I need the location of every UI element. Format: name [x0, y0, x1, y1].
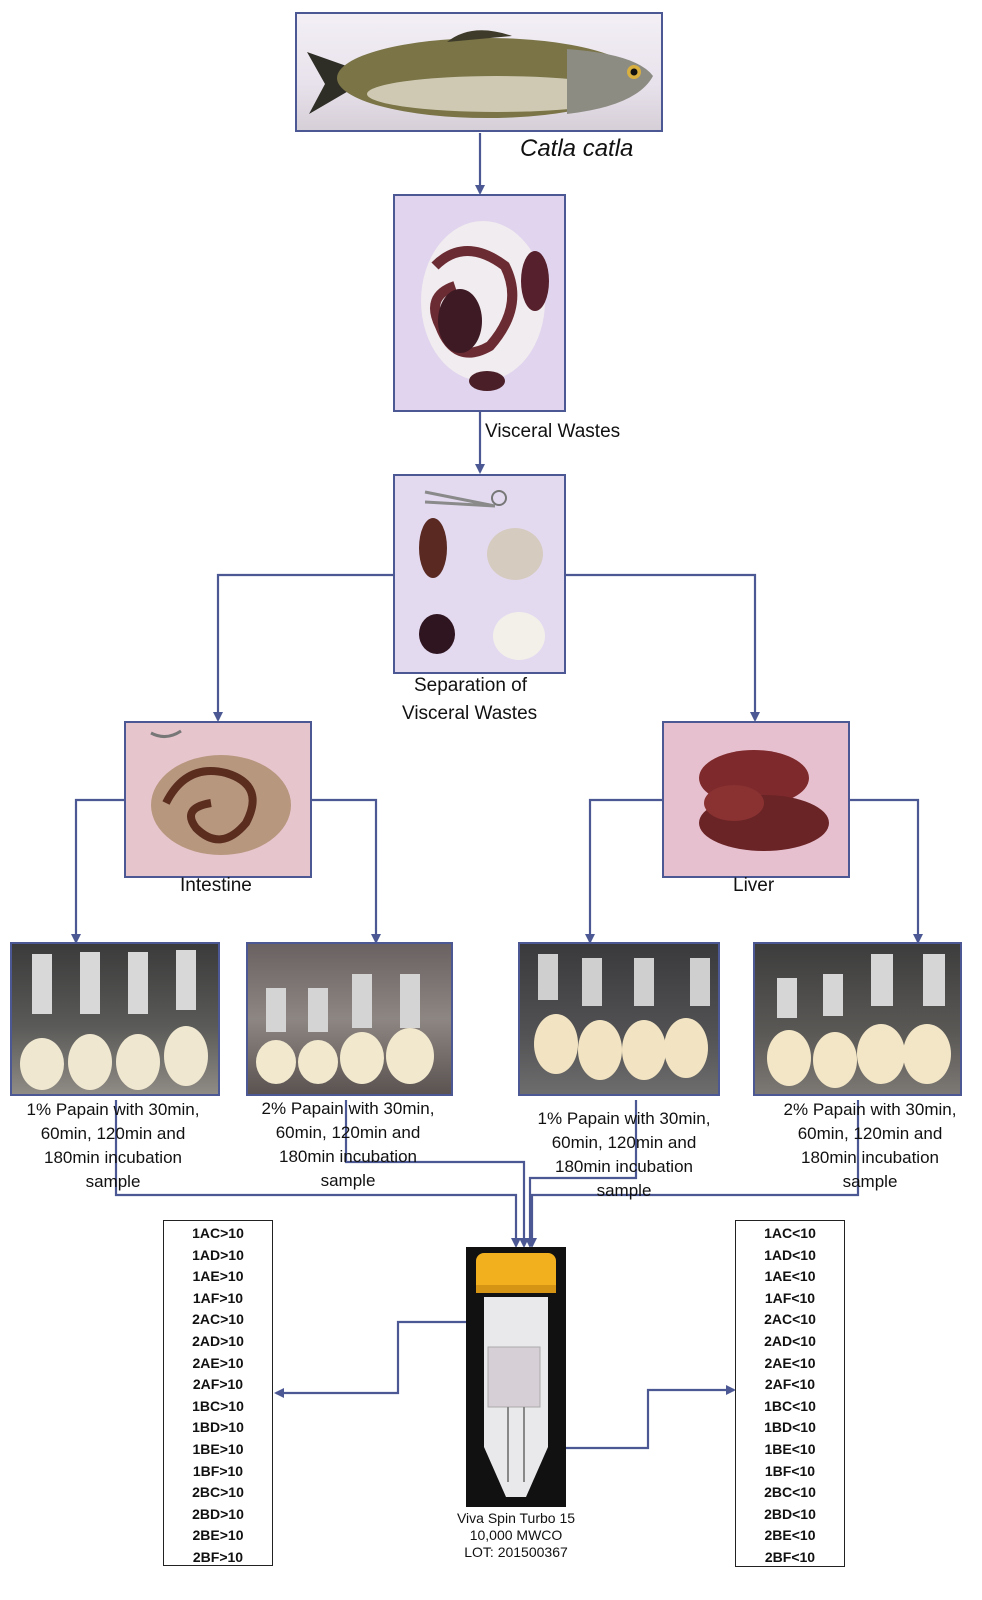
arrow-intestine-to-sample2: [312, 800, 376, 942]
list-item: 2AF>10: [164, 1374, 272, 1396]
list-item: 2BC<10: [736, 1482, 844, 1504]
sample-photo-4: [753, 942, 962, 1096]
arrow-tube-to-right-list: [566, 1390, 734, 1448]
sample-photo-2: [246, 942, 453, 1096]
sample-photo-1: [10, 942, 220, 1096]
list-item: 1BC>10: [164, 1396, 272, 1418]
list-item: 1AC<10: [736, 1223, 844, 1245]
arrow-intestine-to-sample1: [76, 800, 125, 942]
sample-photo-3: [518, 942, 720, 1096]
list-item: 1BE>10: [164, 1439, 272, 1461]
list-item: 2BF<10: [736, 1547, 844, 1569]
list-item: 1BF<10: [736, 1461, 844, 1483]
fish-photo: [295, 12, 663, 132]
arrow-separation-to-liver: [566, 575, 755, 720]
separation-photo: [393, 474, 566, 674]
list-item: 1BD<10: [736, 1417, 844, 1439]
visceral-wastes-label: Visceral Wastes: [485, 420, 620, 444]
list-item: 1AF>10: [164, 1288, 272, 1310]
liver-photo: [662, 721, 850, 878]
list-item: 1BE<10: [736, 1439, 844, 1461]
list-item: 2AC<10: [736, 1309, 844, 1331]
separation-label-line2: Visceral Wastes: [402, 702, 537, 726]
list-item: 2AE<10: [736, 1353, 844, 1375]
vivaspin-tube-photo: [466, 1247, 566, 1507]
list-item: 1BD>10: [164, 1417, 272, 1439]
list-item: 2BE<10: [736, 1525, 844, 1547]
list-item: 2BE>10: [164, 1525, 272, 1547]
list-item: 2AD<10: [736, 1331, 844, 1353]
fish-label: Catla catla: [520, 135, 633, 163]
visceral-wastes-photo: [393, 194, 566, 412]
list-item: 1AE>10: [164, 1266, 272, 1288]
list-item: 2BC>10: [164, 1482, 272, 1504]
intestine-photo: [124, 721, 312, 878]
list-item: 1AF<10: [736, 1288, 844, 1310]
list-item: 1AE<10: [736, 1266, 844, 1288]
arrow-liver-to-sample4: [850, 800, 918, 942]
list-item: 2AD>10: [164, 1331, 272, 1353]
list-item: 1BF>10: [164, 1461, 272, 1483]
list-item: 2AC>10: [164, 1309, 272, 1331]
list-item: 2BF>10: [164, 1547, 272, 1569]
list-item: 1AD<10: [736, 1245, 844, 1267]
list-item: 2BD>10: [164, 1504, 272, 1526]
intestine-label: Intestine: [180, 874, 252, 898]
liver-label: Liver: [733, 874, 774, 898]
arrow-liver-to-sample3: [590, 800, 662, 942]
list-item: 2AF<10: [736, 1374, 844, 1396]
list-item: 1BC<10: [736, 1396, 844, 1418]
list-item: 2BD<10: [736, 1504, 844, 1526]
separation-label-line1: Separation of: [414, 674, 527, 698]
list-item: 1AC>10: [164, 1223, 272, 1245]
list-item: 2AE>10: [164, 1353, 272, 1375]
arrow-tube-to-left-list: [276, 1322, 467, 1393]
list-item: 1AD>10: [164, 1245, 272, 1267]
arrow-separation-to-intestine: [218, 575, 393, 720]
